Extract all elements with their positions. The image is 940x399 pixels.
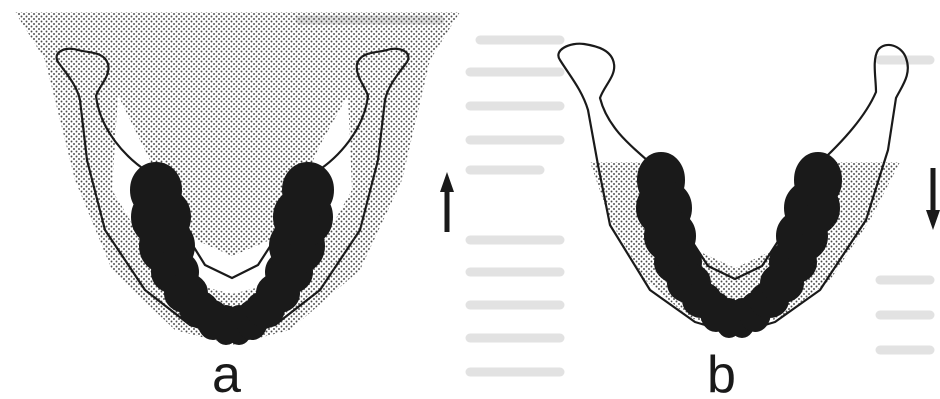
panel-a-stipple-zone <box>15 12 460 345</box>
panel-b-label: b <box>707 346 736 399</box>
panel-a: a <box>15 12 460 399</box>
arrow-down-icon <box>926 168 940 230</box>
arrow-up-icon <box>440 172 454 232</box>
tooth <box>295 176 321 204</box>
panel-a-label: a <box>212 346 241 399</box>
tooth <box>806 166 830 194</box>
